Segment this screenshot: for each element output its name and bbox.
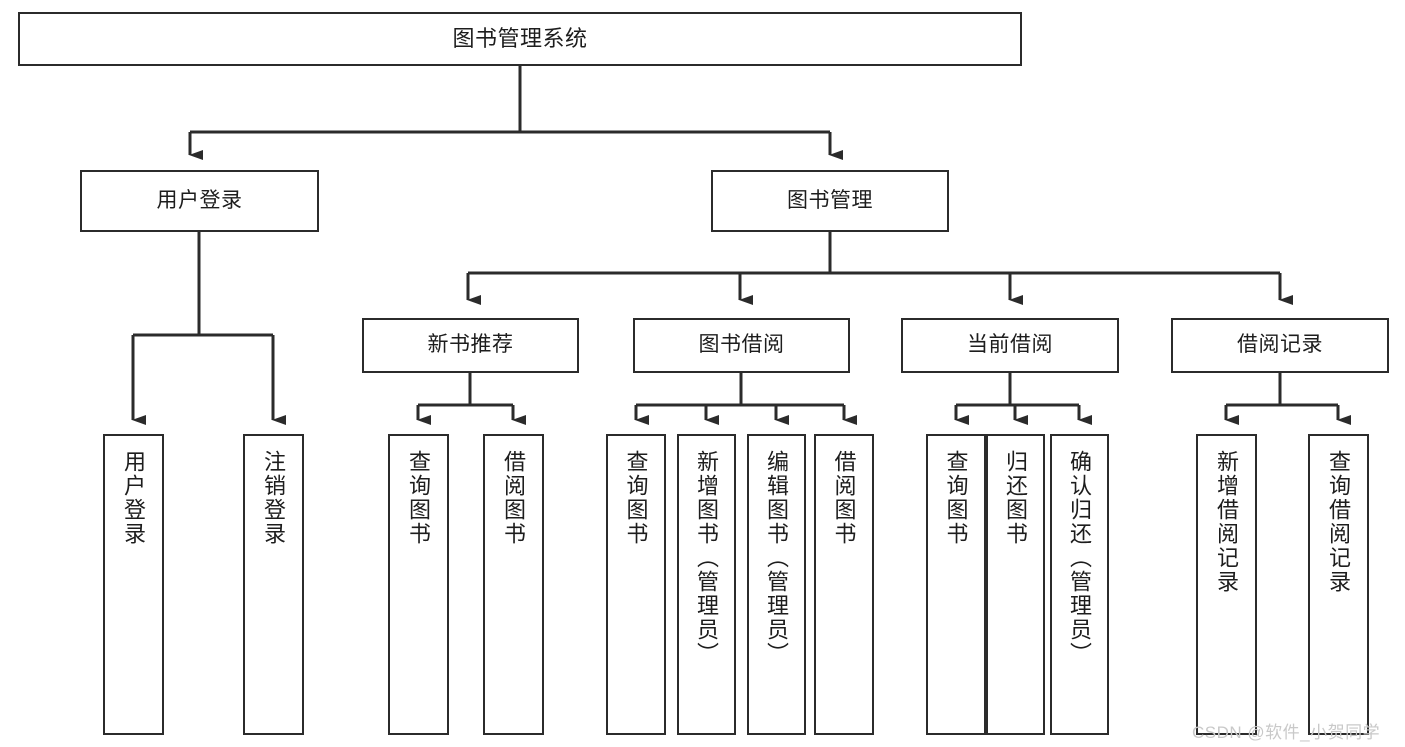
node-current-borrow[interactable]: 当前借阅 — [901, 318, 1119, 373]
node-label: 查询图书 — [623, 450, 649, 546]
node-label: 新增借阅记录 — [1214, 450, 1240, 594]
node-label: 图书管理 — [787, 188, 873, 212]
node-label: 图书借阅 — [698, 333, 785, 357]
node-leaf-borrow-book-1[interactable]: 借阅图书 — [483, 434, 544, 735]
node-label: 当前借阅 — [967, 333, 1053, 357]
node-leaf-query-book-3[interactable]: 查询图书 — [926, 434, 986, 735]
csdn-watermark: CSDN @软件_小贺同学 — [1192, 723, 1381, 742]
node-leaf-borrow-book-2[interactable]: 借阅图书 — [814, 434, 874, 735]
node-label: 图书管理系统 — [452, 26, 588, 52]
node-leaf-confirm-return[interactable]: 确认归还（管理员） — [1050, 434, 1109, 735]
node-label: 查询借阅记录 — [1326, 450, 1352, 594]
node-label: 借阅记录 — [1237, 333, 1323, 357]
node-label: 借阅图书 — [501, 450, 527, 546]
node-label: 查询图书 — [406, 450, 432, 546]
node-book-management[interactable]: 图书管理 — [711, 170, 949, 232]
node-label: 新书推荐 — [427, 333, 514, 357]
node-label: 编辑图书（管理员） — [764, 450, 790, 666]
node-leaf-add-book[interactable]: 新增图书（管理员） — [677, 434, 736, 735]
node-leaf-user-login[interactable]: 用户登录 — [103, 434, 164, 735]
node-label: 新增图书（管理员） — [694, 450, 720, 666]
node-label: 借阅图书 — [831, 450, 857, 546]
node-leaf-return-book[interactable]: 归还图书 — [986, 434, 1045, 735]
node-leaf-edit-book[interactable]: 编辑图书（管理员） — [747, 434, 806, 735]
node-root-book-management-system[interactable]: 图书管理系统 — [18, 12, 1022, 66]
node-label: 注销登录 — [261, 450, 287, 546]
node-new-book-recommend[interactable]: 新书推荐 — [362, 318, 579, 373]
node-leaf-query-book-2[interactable]: 查询图书 — [606, 434, 666, 735]
node-label: 查询图书 — [943, 450, 969, 546]
node-leaf-query-record[interactable]: 查询借阅记录 — [1308, 434, 1369, 735]
node-label: 归还图书 — [1003, 450, 1029, 546]
node-book-borrow[interactable]: 图书借阅 — [633, 318, 850, 373]
node-borrow-record[interactable]: 借阅记录 — [1171, 318, 1389, 373]
node-label: 用户登录 — [121, 450, 147, 546]
node-leaf-logout-login[interactable]: 注销登录 — [243, 434, 304, 735]
node-label: 确认归还（管理员） — [1067, 450, 1093, 666]
node-leaf-add-record[interactable]: 新增借阅记录 — [1196, 434, 1257, 735]
node-user-login[interactable]: 用户登录 — [80, 170, 319, 232]
node-leaf-query-book-1[interactable]: 查询图书 — [388, 434, 449, 735]
node-label: 用户登录 — [156, 188, 243, 212]
